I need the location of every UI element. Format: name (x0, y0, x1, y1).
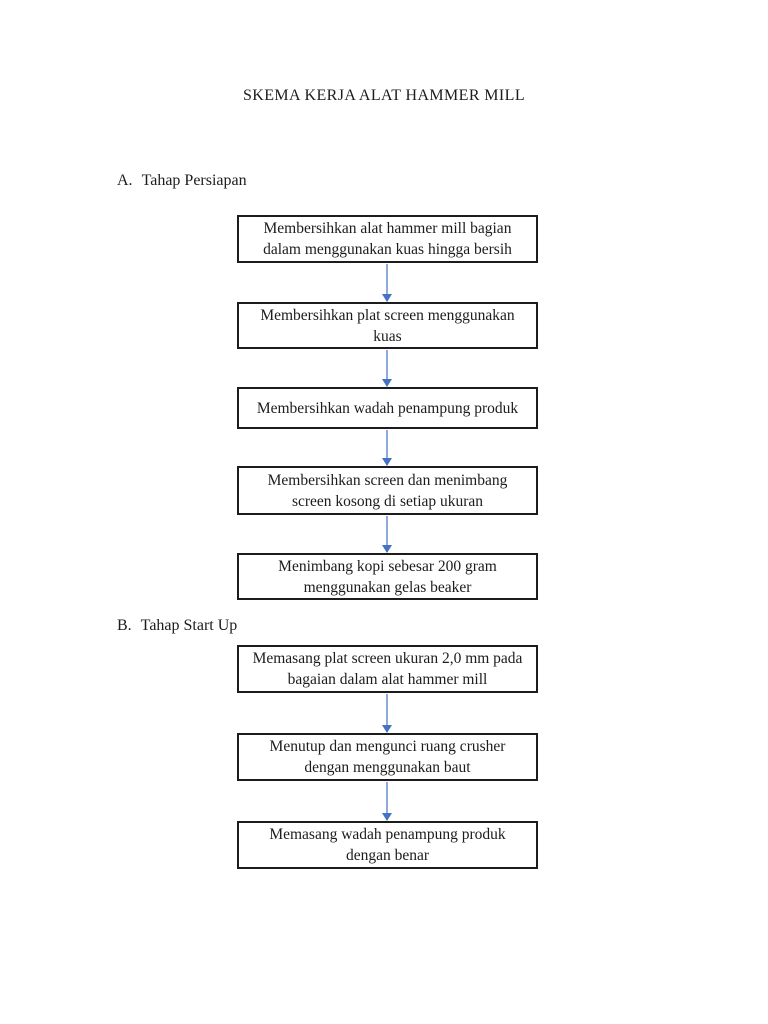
arrowhead-icon (382, 545, 392, 553)
section-heading-b: B. Tahap Start Up (117, 617, 237, 635)
flow-step-text: Membersihkan plat screen menggunakan kua… (260, 306, 515, 345)
flow-step-box: Membersihkan alat hammer mill bagian dal… (237, 215, 538, 263)
flow-step-box: Menutup dan mengunci ruang crusher denga… (237, 733, 538, 781)
flow-arrow-down-icon (382, 516, 392, 553)
arrowhead-icon (382, 813, 392, 821)
flow-arrow-down-icon (382, 430, 392, 466)
section-letter: A. (117, 172, 133, 189)
arrowhead-icon (382, 294, 392, 302)
section-label: Tahap Persiapan (141, 172, 247, 189)
section-letter: B. (117, 617, 132, 634)
page-title: SKEMA KERJA ALAT HAMMER MILL (242, 87, 526, 104)
arrowhead-icon (382, 725, 392, 733)
flow-arrow-down-icon (382, 694, 392, 733)
flow-arrow-down-icon (382, 264, 392, 302)
flow-step-box: Menimbang kopi sebesar 200 gram mengguna… (237, 553, 538, 600)
section-label: Tahap Start Up (140, 617, 238, 634)
flow-step-text: Memasang wadah penampung produk dengan b… (269, 826, 506, 864)
flow-arrow-down-icon (382, 782, 392, 821)
flow-step-text: Membersihkan screen dan menimbang screen… (267, 471, 508, 510)
flow-step-box: Membersihkan screen dan menimbang screen… (237, 466, 538, 515)
flow-step-text: Membersihkan alat hammer mill bagian dal… (263, 220, 512, 258)
flow-step-box: Memasang plat screen ukuran 2,0 mm pada … (237, 645, 538, 693)
arrowhead-icon (382, 458, 392, 466)
flow-step-text: Membersihkan wadah penampung produk (256, 399, 519, 417)
flow-step-box: Membersihkan plat screen menggunakan kua… (237, 302, 538, 349)
flow-step-text: Memasang plat screen ukuran 2,0 mm pada … (252, 650, 523, 688)
section-heading-a: A. Tahap Persiapan (117, 172, 247, 190)
flow-step-text: Menutup dan mengunci ruang crusher denga… (269, 738, 506, 776)
flow-step-box: Memasang wadah penampung produk dengan b… (237, 821, 538, 869)
flow-arrow-down-icon (382, 350, 392, 387)
arrowhead-icon (382, 379, 392, 387)
flow-step-text: Menimbang kopi sebesar 200 gram mengguna… (278, 557, 497, 596)
flow-step-box: Membersihkan wadah penampung produk (237, 387, 538, 429)
